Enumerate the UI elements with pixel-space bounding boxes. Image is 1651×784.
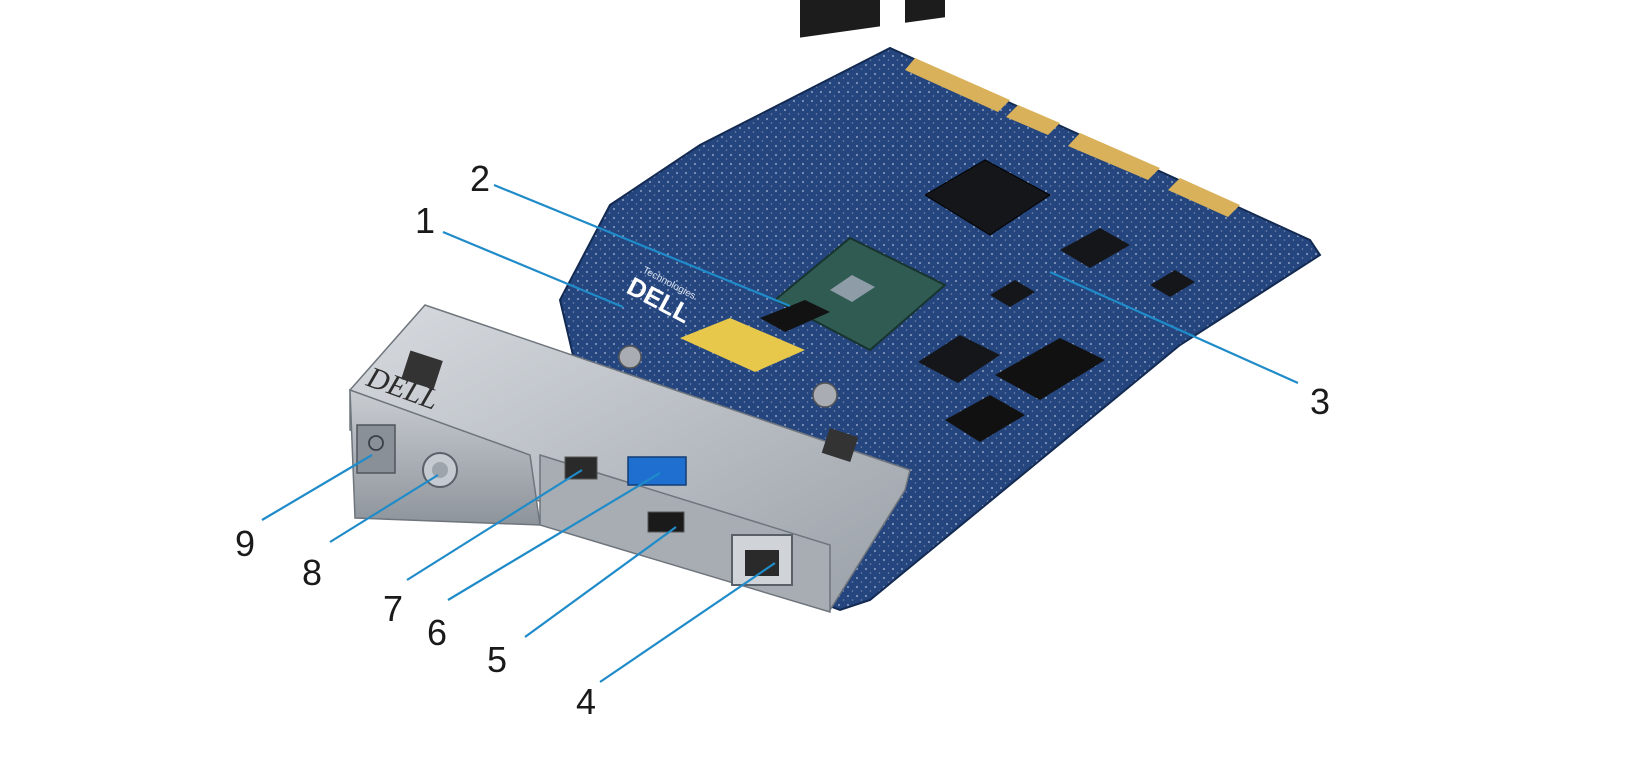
leader-line-2 [493,183,791,308]
callout-8: 8 [302,552,322,593]
callout-1: 1 [415,200,435,241]
callout-5: 5 [487,639,507,680]
callout-2: 2 [470,158,490,199]
sata-connector [995,338,1105,400]
leader-line-1 [442,230,624,309]
usb3-port [627,456,687,486]
pin-header [800,0,945,38]
callout-labels: 1 2 3 4 5 6 7 8 9 [235,158,1330,722]
callout-3: 3 [1310,381,1330,422]
leader-lines [261,183,1299,683]
processor-chip [773,236,947,352]
leader-line-5 [524,526,677,638]
mounting-screw-2 [812,382,838,408]
mezzanine-connector [760,300,830,332]
callout-4: 4 [576,681,596,722]
micro-usb-port [564,456,598,480]
power-button [356,424,396,474]
power-icon [368,435,384,451]
callout-6: 6 [427,612,447,653]
leader-line-4 [599,562,776,683]
front-bezel: DELL [349,304,911,614]
qr-code [401,350,443,390]
sata-connector-2 [945,395,1025,442]
qr-code-2 [821,428,859,462]
leader-line-7 [406,469,583,581]
edge-connector [905,58,1240,217]
leader-line-8 [329,474,439,543]
small-chip-2 [1150,270,1195,297]
fpga-chip [924,159,1051,236]
id-button-center [432,462,448,478]
mounting-screw [618,345,642,369]
leader-line-9 [261,454,373,521]
board-label [680,318,805,372]
mini-displayport [647,511,685,533]
callout-7: 7 [383,588,403,629]
leader-line-3 [1049,270,1299,385]
controller-chip [918,335,1000,383]
memory-chip [1060,228,1130,268]
small-chip [990,280,1035,307]
callout-9: 9 [235,523,255,564]
leader-line-6 [447,472,661,601]
